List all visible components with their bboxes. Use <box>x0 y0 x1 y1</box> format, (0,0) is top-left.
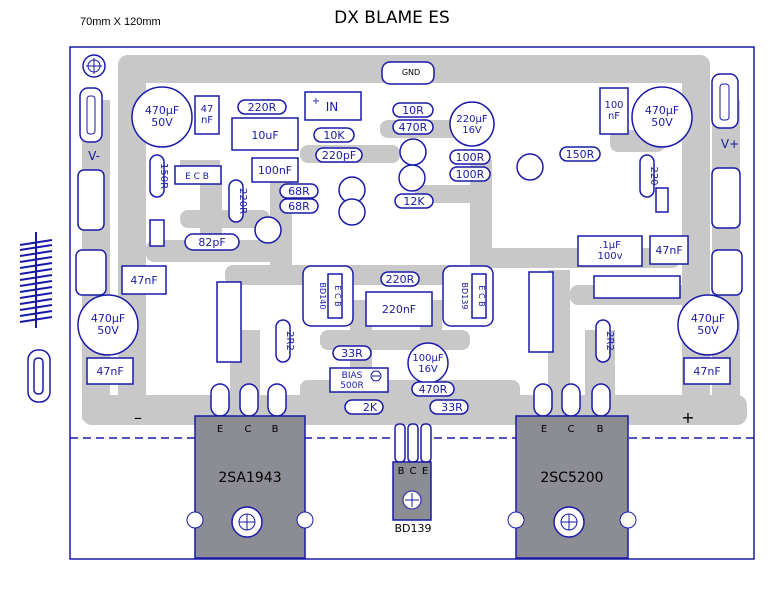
r-2r2-right-label: 2R2 <box>604 331 615 351</box>
bd140-label: BD140 <box>318 283 327 310</box>
diagram-title: DX BLAME ES <box>334 8 450 28</box>
r-150r-right-label: 150R <box>566 148 595 161</box>
2sa1943-label: 2SA1943 <box>218 470 281 486</box>
r-68r-b-label: 68R <box>288 200 310 213</box>
r-150r-left-label: 150R <box>158 163 169 189</box>
bd139-driver-label: BD139 <box>394 522 431 535</box>
board-outline <box>69 46 755 560</box>
r-470r-top-label: 470R <box>399 121 428 134</box>
cap-10uf <box>231 117 299 151</box>
cap-470uf-left <box>131 86 193 148</box>
svg-text:C: C <box>410 466 417 477</box>
svg-text:E: E <box>541 424 547 435</box>
svg-text:E: E <box>422 466 428 477</box>
r-10r-label: 10R <box>402 104 424 117</box>
power-resistor-right <box>528 271 554 353</box>
svg-text:B: B <box>272 424 279 435</box>
c-220pf-label: 220pF <box>322 149 356 162</box>
2sc5200-label: 2SC5200 <box>540 470 603 486</box>
r-100r-a-label: 100R <box>456 151 485 164</box>
r-12k-label: 12K <box>403 195 425 208</box>
output-coil <box>19 232 53 328</box>
cap-470uf-bottom-left <box>77 294 139 356</box>
svg-text:E C B: E C B <box>477 285 486 306</box>
vplus-label: V+ <box>721 137 739 151</box>
c-47nf-br-label: 47nF <box>693 365 720 378</box>
svg-text:+: + <box>312 96 320 107</box>
ecb-left-label: E C B <box>185 172 209 182</box>
cap-470uf-right <box>631 86 693 148</box>
board-size-label: 70mm X 120mm <box>80 16 161 28</box>
gnd-connector <box>381 61 435 85</box>
c-10uf-label: 10uF <box>251 129 278 142</box>
gnd-label: GND <box>402 68 420 77</box>
transistor-ecb-left <box>174 165 222 185</box>
cap-47nf-left <box>121 265 167 295</box>
cap-100nf-mid <box>251 157 299 183</box>
power-resistor-horizontal <box>593 275 681 299</box>
svg-text:C: C <box>568 424 575 435</box>
c-47nf-bl-label: 47nF <box>96 365 123 378</box>
c-100nf-mid-label: 100nF <box>258 164 292 177</box>
cap-220nf <box>365 291 433 327</box>
r-2k-label: 2K <box>363 401 378 414</box>
cap-470uf-bottom-right <box>677 294 739 356</box>
r-2r2-left-label: 2R2 <box>284 331 295 351</box>
r-100r-b-label: 100R <box>456 168 485 181</box>
svg-text:B: B <box>398 466 405 477</box>
in-label: IN <box>326 100 339 114</box>
input-connector <box>304 91 362 121</box>
svg-text:E: E <box>217 424 223 435</box>
c-220nf-label: 220nF <box>382 303 416 316</box>
r-470r-b-label: 470R <box>419 383 448 396</box>
cap-47nf-bottom-left <box>86 357 134 385</box>
svg-text:C: C <box>245 424 252 435</box>
cap-0-1uf <box>577 235 643 267</box>
plus-terminal-label: + <box>681 408 694 427</box>
c-82pf-label: 82pF <box>198 236 225 249</box>
r-220r-top-label: 220R <box>248 101 277 114</box>
svg-text:E C B: E C B <box>333 285 342 306</box>
cap-47nf-right <box>649 235 689 265</box>
cap-100nf-right <box>599 87 629 135</box>
svg-text:B: B <box>597 424 604 435</box>
cap-220uf <box>449 101 495 147</box>
r-220-vert-right-label: 220 <box>648 166 659 185</box>
c-47nf-right-label: 47nF <box>655 244 682 257</box>
r-33r-b-label: 33R <box>441 401 463 414</box>
minus-terminal-label: – <box>134 408 142 427</box>
power-resistor-left <box>216 281 242 363</box>
r-33r-a-label: 33R <box>341 347 363 360</box>
bd139-board-label: BD139 <box>460 283 469 310</box>
r-68r-a-label: 68R <box>288 185 310 198</box>
r-220r-vert-label: 220R <box>237 188 248 214</box>
r-220r-mid-label: 220R <box>386 273 415 286</box>
cap-47nf-bottom-right <box>683 357 731 385</box>
r-10k-label: 10K <box>323 129 345 142</box>
fuse-vplus-mid <box>711 167 741 229</box>
c-47nf-left-label: 47nF <box>130 274 157 287</box>
fuse-vminus-mid <box>77 169 105 231</box>
cap-47nf-top <box>194 95 220 135</box>
vminus-label: V- <box>88 149 100 163</box>
